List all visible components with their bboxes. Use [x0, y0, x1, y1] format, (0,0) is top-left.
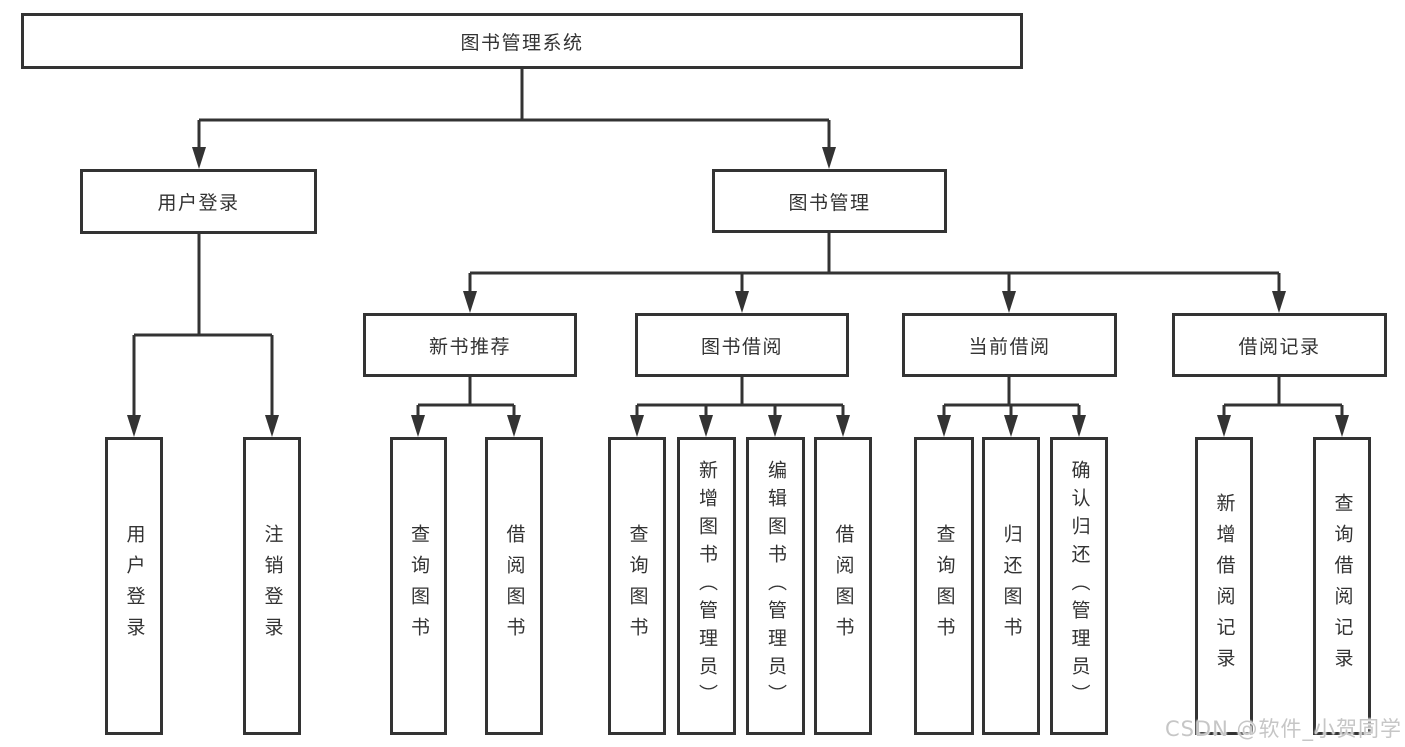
node-current-borrow: 当前借阅	[902, 313, 1117, 377]
leaf-return-books-label: 归还图书	[1000, 524, 1023, 648]
leaf-add-books-admin-label: 新增图书（管理员）	[696, 460, 718, 712]
leaf-add-books-admin: 新增图书（管理员）	[677, 437, 736, 735]
leaf-user-login-label: 用户登录	[123, 524, 146, 648]
leaf-current-query-books: 查询图书	[914, 437, 974, 735]
node-root-label: 图书管理系统	[460, 31, 584, 54]
node-current-borrow-label: 当前借阅	[968, 335, 1051, 358]
leaf-recommend-query-books-label: 查询图书	[408, 524, 430, 648]
leaf-current-query-books-label: 查询图书	[933, 524, 956, 648]
node-book-borrow-label: 图书借阅	[700, 335, 783, 358]
leaf-confirm-return-admin: 确认归还（管理员）	[1050, 437, 1108, 735]
leaf-edit-books-admin-label: 编辑图书（管理员）	[765, 460, 787, 712]
node-user-login: 用户登录	[80, 169, 317, 234]
node-new-book-recommend: 新书推荐	[363, 313, 577, 377]
leaf-recommend-borrow-books-label: 借阅图书	[503, 524, 526, 648]
leaf-return-books: 归还图书	[982, 437, 1040, 735]
leaf-edit-books-admin: 编辑图书（管理员）	[746, 437, 805, 735]
leaf-recommend-borrow-books: 借阅图书	[485, 437, 543, 735]
leaf-query-borrow-record-label: 查询借阅记录	[1331, 493, 1354, 679]
leaf-borrow-books: 借阅图书	[814, 437, 872, 735]
leaf-borrow-query-books-label: 查询图书	[626, 524, 649, 648]
leaf-borrow-query-books: 查询图书	[608, 437, 666, 735]
node-borrow-record-label: 借阅记录	[1238, 335, 1321, 358]
leaf-recommend-query-books: 查询图书	[390, 437, 447, 735]
csdn-watermark: CSDN @软件_小贺同学	[1164, 717, 1402, 741]
node-book-management-label: 图书管理	[788, 191, 871, 214]
leaf-user-login: 用户登录	[105, 437, 163, 735]
leaf-add-borrow-record-label: 新增借阅记录	[1213, 493, 1236, 679]
node-book-borrow: 图书借阅	[635, 313, 849, 377]
node-new-book-recommend-label: 新书推荐	[428, 335, 511, 358]
leaf-confirm-return-admin-label: 确认归还（管理员）	[1068, 460, 1091, 712]
node-user-login-label: 用户登录	[157, 192, 240, 214]
leaf-add-borrow-record: 新增借阅记录	[1195, 437, 1253, 735]
leaf-logout-label: 注销登录	[261, 524, 284, 648]
leaf-borrow-books-label: 借阅图书	[832, 524, 855, 648]
leaf-query-borrow-record: 查询借阅记录	[1313, 437, 1371, 735]
node-book-management: 图书管理	[712, 169, 947, 233]
node-root: 图书管理系统	[21, 13, 1023, 69]
node-borrow-record: 借阅记录	[1172, 313, 1387, 377]
leaf-logout: 注销登录	[243, 437, 301, 735]
